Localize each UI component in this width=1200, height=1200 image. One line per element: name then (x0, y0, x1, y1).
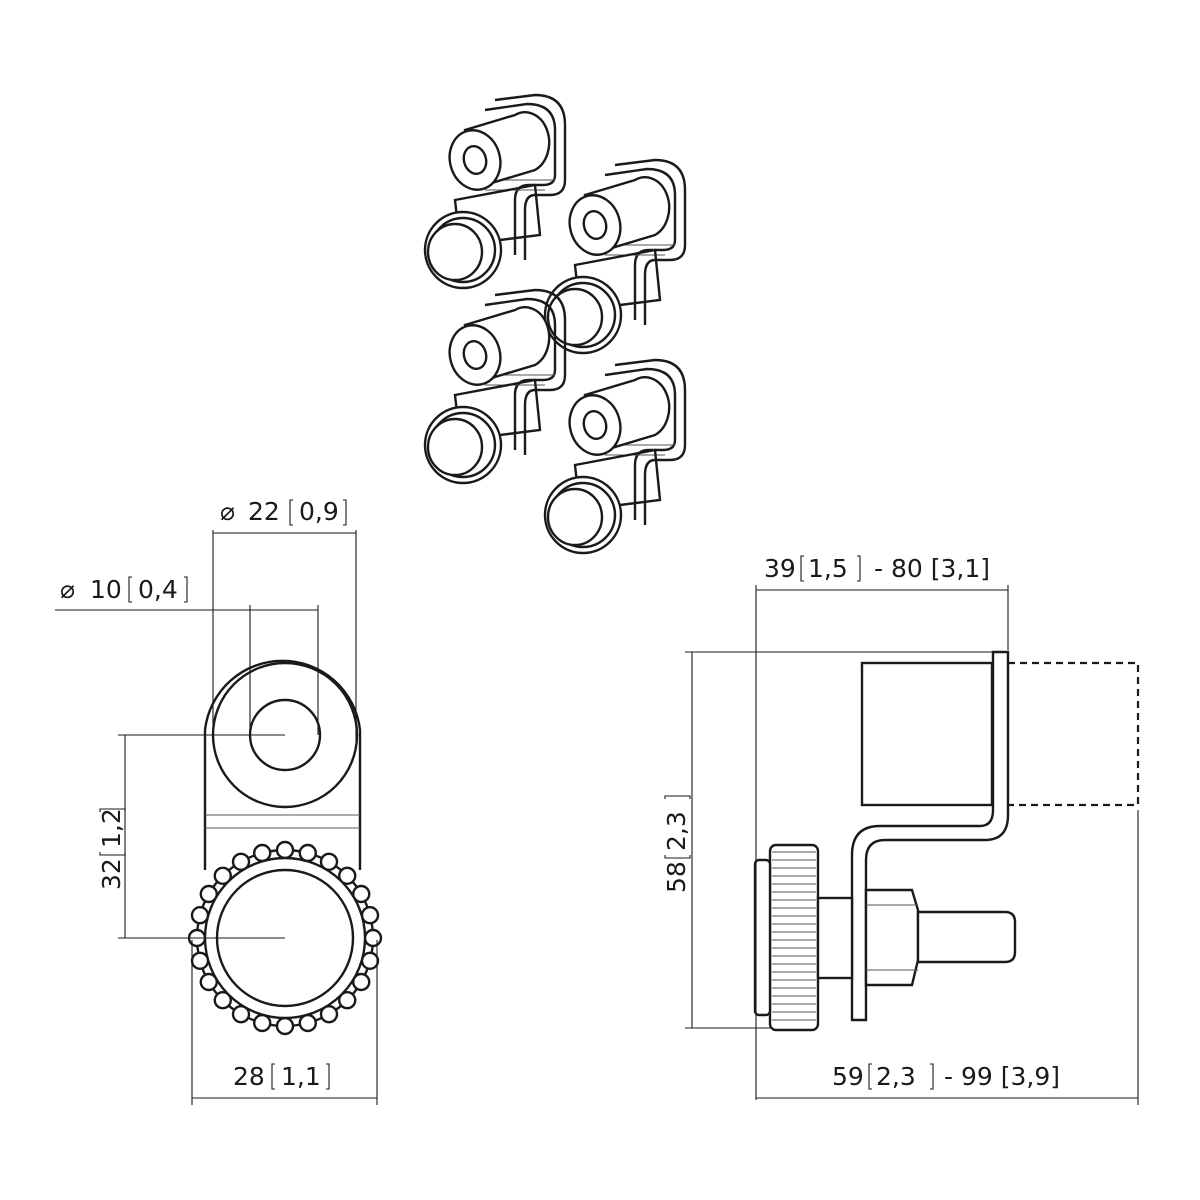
dim-knob-width: 28 1,1 (233, 1062, 330, 1091)
knurl-tooth (363, 928, 383, 948)
dim-bracket: 1,5 (808, 554, 848, 583)
knurl-tooth (213, 866, 232, 885)
diameter-symbol: ⌀ (60, 575, 75, 604)
dim-value: 32 (97, 858, 126, 890)
dim-bracket: 0,9 (299, 497, 339, 526)
dim-bracket: 2,3 (876, 1062, 916, 1091)
dim-value: 39 (764, 554, 796, 583)
diameter-symbol: ⌀ (220, 497, 235, 526)
knurl-tooth (298, 843, 317, 863)
knurl-tooth (190, 951, 210, 970)
knurl-tooth (298, 1013, 317, 1033)
knurl-tooth (338, 991, 357, 1010)
side-view (753, 650, 1140, 1032)
knurl-tooth (253, 1013, 272, 1033)
knurl-tooth (275, 840, 295, 860)
dim-bracket: 1,1 (281, 1062, 321, 1091)
dim-center-distance: 32 1,2 (97, 808, 126, 890)
front-dimensions (55, 530, 378, 1105)
dim-value: 22 (248, 497, 280, 526)
knurl-tooth (360, 951, 380, 970)
side-dimensions (685, 585, 1139, 1105)
dim-value: 59 (832, 1062, 864, 1091)
knurl-tooth (275, 1016, 295, 1036)
knurl-tooth (213, 991, 232, 1010)
dim-range-suffix: - 99 [3,9] (944, 1062, 1060, 1091)
dim-total-height: 58 2,3 (662, 795, 691, 893)
dim-bottom-range: 59 2,3 - 99 [3,9] (832, 1062, 1060, 1091)
dim-value: 28 (233, 1062, 265, 1091)
dim-range-suffix: - 80 [3,1] (874, 554, 990, 583)
dim-outer-diameter: ⌀ 22 0,9 (220, 497, 347, 526)
knurl-tooth (190, 906, 210, 925)
knurl-tooth (253, 843, 272, 863)
dim-top-range: 39 1,5 - 80 [3,1] (764, 554, 990, 583)
dim-value: 58 (662, 861, 691, 893)
isometric-view (423, 93, 687, 555)
front-view (187, 659, 383, 1036)
dim-value: 10 (90, 575, 122, 604)
knurl-tooth (338, 866, 357, 885)
dim-bracket: 1,2 (97, 808, 126, 848)
dim-bracket: 2,3 (662, 811, 691, 851)
dim-inner-diameter: ⌀ 10 0,4 (60, 575, 188, 604)
dim-bracket: 0,4 (138, 575, 178, 604)
knurl-tooth (360, 906, 380, 925)
